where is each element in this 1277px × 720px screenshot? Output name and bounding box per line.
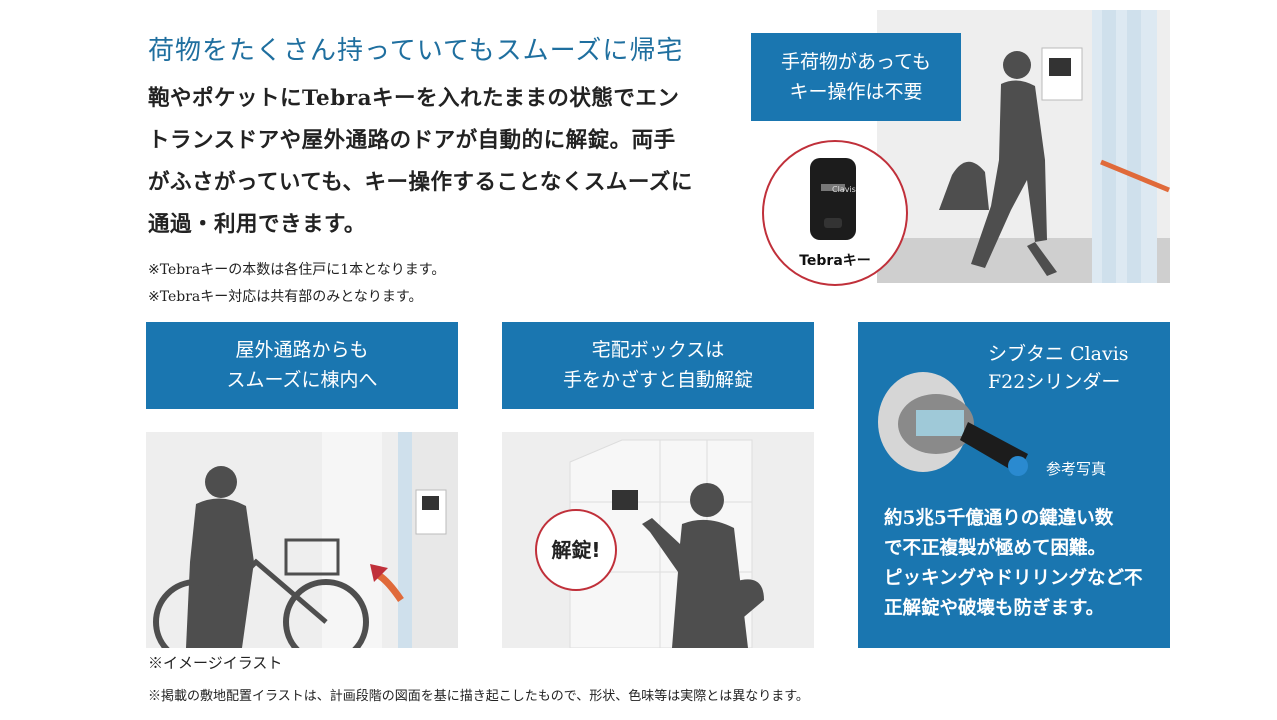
body-text: 鞄やポケットにTebraキーを入れたままの状態でエン トランスドアや屋外通路のド… (148, 78, 708, 246)
body-line: 鞄やポケットにTebraキーを入れたままの状態でエン (148, 86, 680, 111)
cylinder-description: 約5兆5千億通りの鍵違い数 で不正複製が極めて困難。 ピッキングやドリリングなど… (884, 504, 1142, 624)
cylinder-title: シブタニ Clavis F22シリンダー (988, 340, 1129, 396)
caption-line: 手荷物があっても (780, 51, 932, 73)
footer-disclaimer: ※掲載の敷地配置イラストは、計画段階の図面を基に描き起こしたもので、形状、色味等… (148, 689, 809, 704)
caption-outdoor: 屋外通路からも スムーズに棟内へ (146, 322, 458, 409)
desc-line: 約5兆5千億通りの鍵違い数 (884, 508, 1114, 529)
key-brand: Clavis (832, 185, 856, 194)
desc-line: で不正複製が極めて困難。 (884, 538, 1107, 559)
note-key-scope: ※Tebraキー対応は共有部のみとなります。 (148, 289, 423, 305)
caption-hands-full: 手荷物があっても キー操作は不要 (751, 33, 961, 121)
caption-line: 手をかざすと自動解錠 (562, 369, 753, 391)
caption-delivery: 宅配ボックスは 手をかざすと自動解錠 (502, 322, 814, 409)
bicycle-illustration (153, 432, 458, 648)
desc-line: ピッキングやドリリングなど不 (884, 568, 1143, 589)
body-line: がふさがっていても、キー操作することなくスムーズに (148, 170, 693, 195)
headline: 荷物をたくさん持っていてもスムーズに帰宅 (148, 36, 684, 66)
delivery-box-illustration (569, 439, 764, 648)
entrance-scene (877, 10, 1170, 283)
photo-note: 参考写真 (1046, 460, 1107, 478)
tebra-key-label: Tebraキー (799, 253, 871, 269)
cylinder-title-line: F22シリンダー (988, 371, 1121, 393)
unlock-bubble: 解錠! (535, 509, 617, 591)
body-line: トランスドアや屋外通路のドアが自動的に解錠。両手 (148, 128, 676, 153)
caption-line: キー操作は不要 (789, 81, 923, 103)
image-note: ※イメージイラスト (148, 654, 283, 672)
entrance-illustration (877, 10, 1170, 283)
cylinder-photo (878, 372, 1028, 476)
caption-line: スムーズに棟内へ (226, 369, 378, 391)
tebra-key-circle: Clavis Tebraキー (762, 140, 908, 286)
caption-line: 宅配ボックスは (591, 339, 725, 361)
cylinder-panel: シブタニ Clavis F22シリンダー 参考写真 約5兆5千億通りの鍵違い数 … (858, 322, 1170, 648)
body-line: 通過・利用できます。 (148, 212, 366, 237)
tebra-key-icon (810, 158, 856, 240)
note-key-count: ※Tebraキーの本数は各住戸に1本となります。 (148, 262, 446, 278)
caption-line: 屋外通路からも (235, 339, 369, 361)
cylinder-title-line: シブタニ Clavis (988, 343, 1129, 365)
desc-line: 正解錠や破壊も防ぎます。 (884, 598, 1105, 619)
outdoor-scene (146, 432, 458, 648)
